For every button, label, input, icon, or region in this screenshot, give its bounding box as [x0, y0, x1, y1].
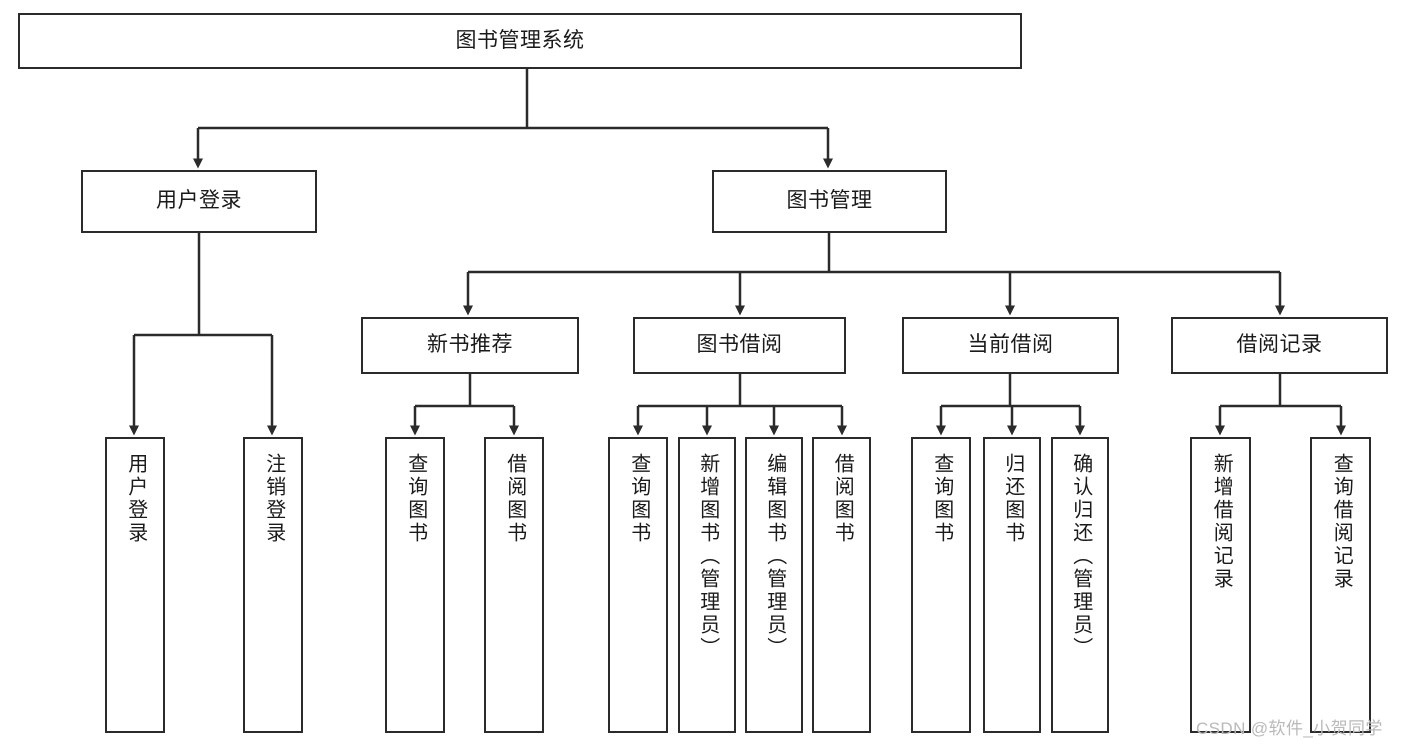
leaf-logout-label: 注销登录 — [262, 453, 285, 545]
leaf-query-borrow-record-label: 查询借阅记录 — [1330, 453, 1353, 591]
leaf-confirm-return-admin-label: 确认归还（管理员） — [1069, 453, 1092, 660]
leaf-edit-book-admin[interactable]: 编辑图书（管理员） — [745, 437, 803, 733]
leaf-borrow-book-newbook[interactable]: 借阅图书 — [484, 437, 544, 733]
node-current-borrow[interactable]: 当前借阅 — [902, 317, 1119, 374]
node-book-borrow[interactable]: 图书借阅 — [633, 317, 846, 374]
leaf-user-login[interactable]: 用户登录 — [105, 437, 165, 733]
leaf-query-book-current-label: 查询图书 — [930, 453, 953, 545]
node-book-borrow-label: 图书借阅 — [696, 333, 783, 357]
leaf-add-borrow-record[interactable]: 新增借阅记录 — [1190, 437, 1251, 733]
node-root-label: 图书管理系统 — [455, 28, 585, 52]
leaf-return-book-label: 归还图书 — [1001, 453, 1024, 545]
node-book-management-label: 图书管理 — [786, 189, 873, 213]
node-new-book-recommend[interactable]: 新书推荐 — [361, 317, 579, 374]
leaf-query-book-borrow-label: 查询图书 — [627, 453, 650, 545]
csdn-watermark: CSDN @软件_小贺同学 — [1196, 719, 1383, 738]
leaf-query-book-newbook-label: 查询图书 — [404, 453, 427, 545]
node-borrow-record[interactable]: 借阅记录 — [1171, 317, 1388, 374]
leaf-user-login-label: 用户登录 — [124, 453, 147, 545]
leaf-query-book-borrow[interactable]: 查询图书 — [608, 437, 668, 733]
node-new-book-recommend-label: 新书推荐 — [427, 333, 513, 357]
leaf-add-borrow-record-label: 新增借阅记录 — [1210, 453, 1233, 591]
leaf-add-book-admin[interactable]: 新增图书（管理员） — [678, 437, 736, 733]
leaf-borrow-book-newbook-label: 借阅图书 — [503, 453, 526, 545]
leaf-query-book-current[interactable]: 查询图书 — [911, 437, 971, 733]
leaf-query-borrow-record[interactable]: 查询借阅记录 — [1310, 437, 1371, 733]
node-borrow-record-label: 借阅记录 — [1236, 333, 1323, 357]
leaf-add-book-admin-label: 新增图书（管理员） — [696, 453, 719, 660]
node-book-management[interactable]: 图书管理 — [712, 170, 947, 233]
leaf-edit-book-admin-label: 编辑图书（管理员） — [763, 453, 786, 660]
node-root[interactable]: 图书管理系统 — [18, 13, 1022, 69]
node-current-borrow-label: 当前借阅 — [967, 333, 1054, 357]
leaf-borrow-book-label: 借阅图书 — [831, 453, 854, 545]
leaf-confirm-return-admin[interactable]: 确认归还（管理员） — [1051, 437, 1109, 733]
leaf-logout[interactable]: 注销登录 — [243, 437, 303, 733]
node-user-login-label: 用户登录 — [156, 189, 242, 213]
leaf-return-book[interactable]: 归还图书 — [983, 437, 1041, 733]
node-user-login[interactable]: 用户登录 — [81, 170, 317, 233]
leaf-borrow-book[interactable]: 借阅图书 — [812, 437, 871, 733]
leaf-query-book-newbook[interactable]: 查询图书 — [385, 437, 445, 733]
